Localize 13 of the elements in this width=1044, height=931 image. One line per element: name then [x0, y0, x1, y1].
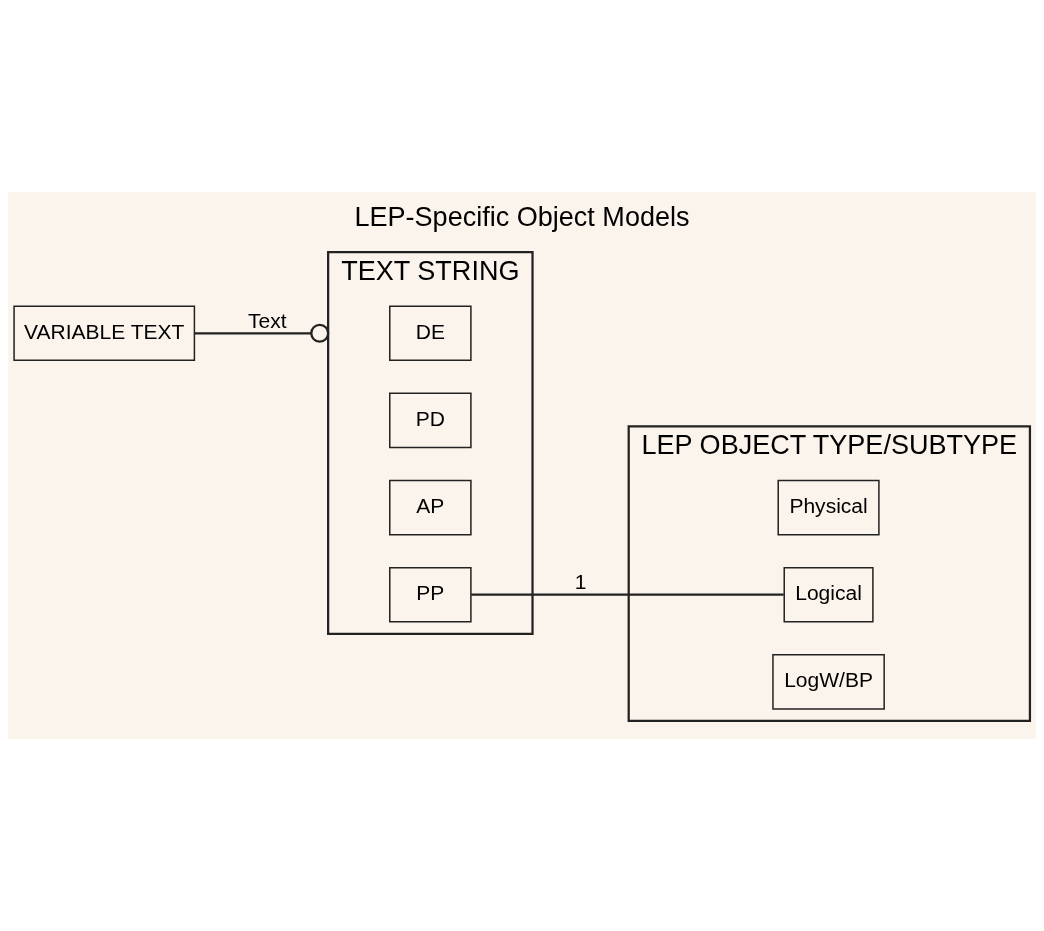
node-box: DE: [389, 305, 472, 362]
node-box: VARIABLE TEXT: [13, 305, 196, 362]
connector: [471, 593, 784, 596]
node-box: AP: [389, 479, 472, 536]
diagram-title: LEP-Specific Object Models: [354, 201, 690, 232]
connector: [194, 323, 330, 343]
node-box: LogW/BP: [772, 654, 885, 710]
edge-label: 1: [574, 570, 587, 594]
edge-label: Text: [248, 308, 287, 332]
node-box: Logical: [783, 566, 874, 623]
node-box: PD: [389, 392, 472, 449]
node-box: PP: [389, 566, 472, 623]
node-box: Physical: [777, 479, 880, 536]
